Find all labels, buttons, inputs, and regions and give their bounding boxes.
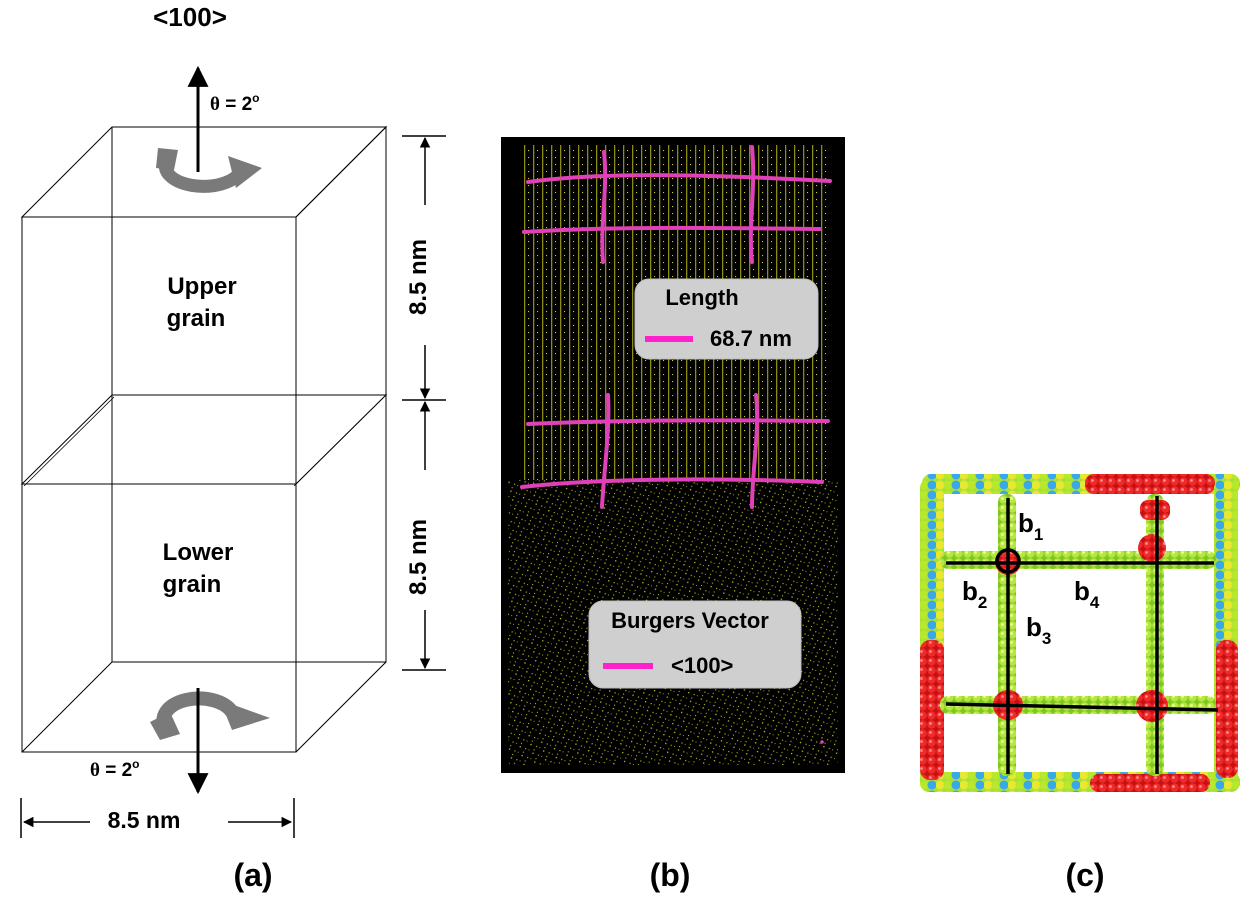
dislocation-fragment xyxy=(820,740,824,744)
burgers-vector-lines xyxy=(945,496,1219,774)
b4-label: b4 xyxy=(1074,576,1100,612)
height-upper-label: 8.5 nm xyxy=(405,239,432,315)
dislocation-line xyxy=(748,145,756,264)
legend-burgers: Burgers Vector <100> xyxy=(588,600,802,689)
dislocation-line xyxy=(522,225,822,234)
b2-label: b2 xyxy=(962,576,987,612)
dislocation-line xyxy=(600,393,611,509)
theta-top: θ = 2o xyxy=(210,91,260,115)
legend-burgers-title: Burgers Vector xyxy=(611,608,769,633)
height-dimension xyxy=(402,135,446,671)
lower-grain-label-2: grain xyxy=(163,571,222,598)
legend-length: Length 68.7 nm xyxy=(634,278,819,360)
panel-b-dislocation-network: Length 68.7 nm Burgers Vector <100> (b) xyxy=(501,137,845,893)
caption-a: (a) xyxy=(233,857,272,893)
panel-c-dislocation-junctions: b1 b2 b3 b4 (c) xyxy=(920,474,1240,893)
box-wireframe xyxy=(20,125,388,753)
caption-c: (c) xyxy=(1065,857,1104,893)
upper-grain-label-2: grain xyxy=(167,305,226,332)
dislocation-line xyxy=(526,173,832,184)
bead-strands xyxy=(940,494,1216,776)
dislocation-line xyxy=(750,393,760,509)
panel-a-bicrystal-box: <100> θ = 2o xyxy=(20,2,446,893)
legend-length-title: Length xyxy=(665,285,738,310)
rotation-arrow-top-icon xyxy=(156,148,262,193)
rotation-arrow-bottom-icon xyxy=(150,691,270,740)
height-lower-label: 8.5 nm xyxy=(405,519,432,595)
legend-burgers-value: <100> xyxy=(671,653,733,678)
dislocation-line xyxy=(526,418,830,426)
width-label: 8.5 nm xyxy=(108,807,181,833)
direction-label: <100> xyxy=(153,2,227,32)
b3-label: b3 xyxy=(1026,612,1051,648)
bead-frame xyxy=(920,474,1240,792)
caption-b: (b) xyxy=(650,857,691,893)
upper-grain-label-1: Upper xyxy=(167,273,236,300)
dislocation-line xyxy=(600,150,608,264)
dislocation-lines xyxy=(520,145,832,509)
theta-bottom: θ = 2o xyxy=(90,757,140,781)
junction-node-icon xyxy=(995,548,1021,574)
lower-grain-label-1: Lower xyxy=(163,539,234,566)
dislocation-line xyxy=(520,477,824,489)
width-dimension xyxy=(20,798,295,838)
b1-label: b1 xyxy=(1018,508,1043,544)
legend-length-value: 68.7 nm xyxy=(710,326,792,351)
